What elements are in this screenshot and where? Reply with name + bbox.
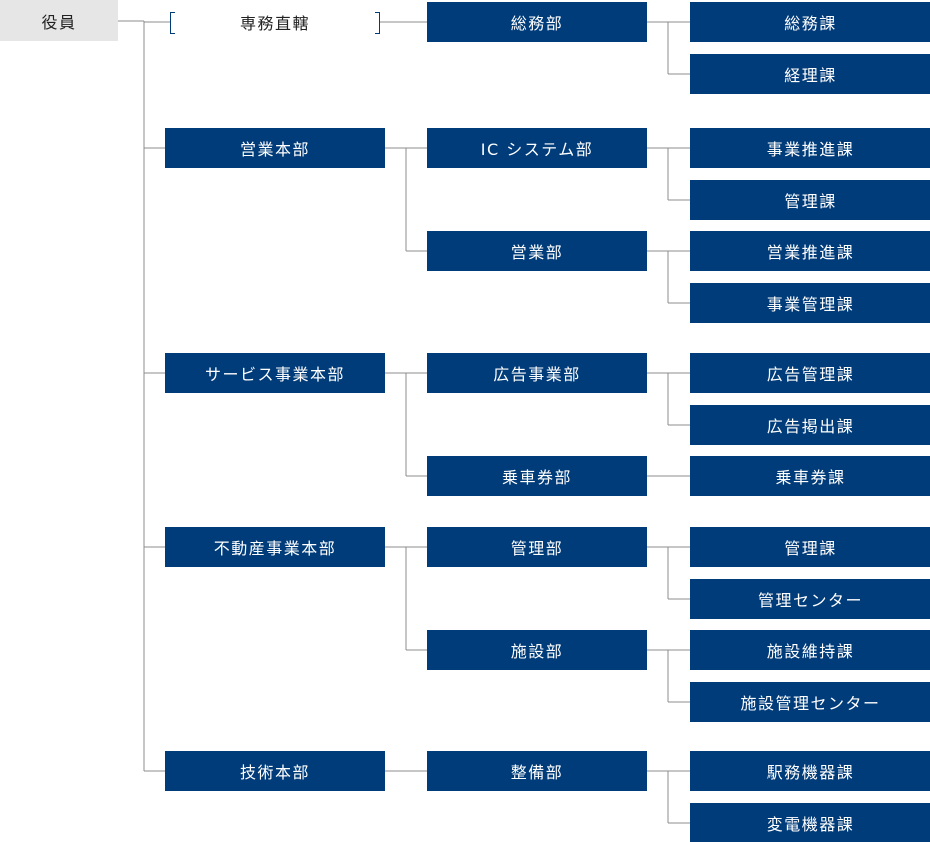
section-box: 駅務機器課 — [690, 751, 930, 791]
division-box: 不動産事業本部 — [165, 527, 385, 567]
division-box: 営業本部 — [165, 128, 385, 168]
bracket-left — [170, 12, 175, 34]
section-box: 管理課 — [690, 180, 930, 220]
section-box: 施設維持課 — [690, 630, 930, 670]
section-box: 総務課 — [690, 2, 930, 42]
division-box: 技術本部 — [165, 751, 385, 791]
section-box: 管理課 — [690, 527, 930, 567]
department-box: 営業部 — [427, 231, 647, 271]
section-box: 広告掲出課 — [690, 405, 930, 445]
section-box: 事業推進課 — [690, 128, 930, 168]
root-node: 役員 — [0, 0, 118, 41]
department-box: 広告事業部 — [427, 353, 647, 393]
section-box: 経理課 — [690, 54, 930, 94]
section-box: 管理センター — [690, 579, 930, 619]
section-box: 乗車券課 — [690, 456, 930, 496]
section-box: 事業管理課 — [690, 283, 930, 323]
division-box: サービス事業本部 — [165, 353, 385, 393]
section-box: 広告管理課 — [690, 353, 930, 393]
direct-report-label: 専務直轄 — [239, 14, 310, 33]
department-box: 整備部 — [427, 751, 647, 791]
department-box: 総務部 — [427, 2, 647, 42]
section-box: 変電機器課 — [690, 803, 930, 842]
department-box: 施設部 — [427, 630, 647, 670]
department-box: 乗車券部 — [427, 456, 647, 496]
section-box: 施設管理センター — [690, 682, 930, 722]
section-box: 営業推進課 — [690, 231, 930, 271]
bracket-right — [375, 12, 380, 34]
department-box: IC システム部 — [427, 128, 647, 168]
department-box: 管理部 — [427, 527, 647, 567]
